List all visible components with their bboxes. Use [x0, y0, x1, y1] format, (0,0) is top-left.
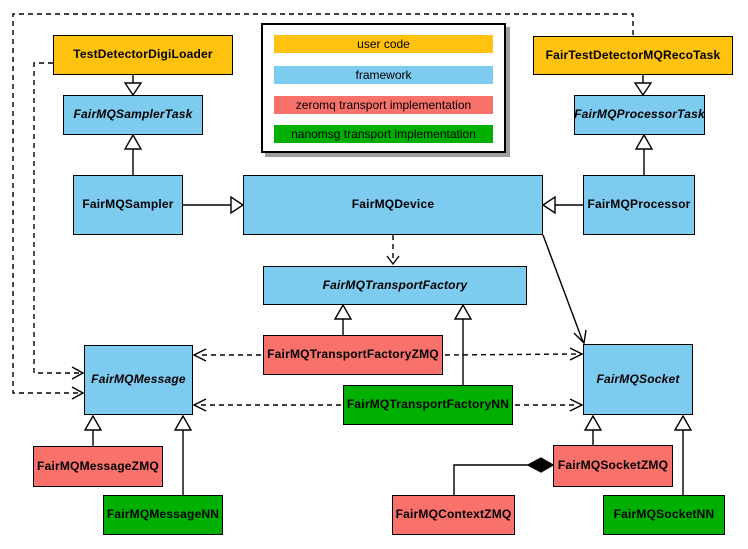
edge-recotask-to-processortask	[633, 75, 653, 97]
class-label: FairMQProcessorTask	[574, 107, 705, 122]
class-box-fairmqmessagezmq: FairMQMessageZMQ	[33, 446, 163, 487]
edge-factorynn-to-factory	[453, 303, 473, 385]
class-box-fairmqsocketzmq: FairMQSocketZMQ	[553, 445, 673, 487]
class-box-fairmqsamplertask: FairMQSamplerTask	[63, 95, 203, 135]
class-label: FairMQTransportFactoryZMQ	[267, 347, 439, 362]
class-box-fairmqtransportfactory: FairMQTransportFactory	[263, 266, 527, 305]
class-label: FairMQTransportFactoryNN	[346, 397, 510, 412]
edge-processor-to-device	[541, 195, 583, 215]
class-box-fairmqdevice: FairMQDevice	[243, 175, 543, 235]
class-label: FairTestDetectorMQRecoTask	[545, 47, 721, 62]
legend-label: nanomsg transport implementation	[291, 127, 476, 141]
edge-factoryzmq-to-socket-dep	[444, 347, 584, 361]
class-box-fairmqcontextzmq: FairMQContextZMQ	[392, 495, 515, 535]
legend-item-user-code: user code	[274, 35, 493, 53]
class-box-fairmqsocketnn: FairMQSocketNN	[603, 495, 725, 535]
class-box-fairmqprocessortask: FairMQProcessorTask	[574, 95, 705, 135]
edge-factorynn-to-message-dep	[192, 398, 341, 412]
edge-digiloader-to-message-dep	[33, 62, 85, 380]
class-label: FairMQDevice	[351, 197, 435, 212]
class-label: FairMQMessageZMQ	[37, 458, 159, 473]
class-label: FairMQMessageNN	[106, 507, 220, 522]
edge-factoryzmq-to-factory	[333, 303, 353, 335]
legend-item-zeromq: zeromq transport implementation	[274, 96, 493, 114]
class-label: FairMQProcessor	[587, 197, 691, 212]
edge-digiloader-to-samplertask	[123, 75, 143, 97]
legend-item-nanomsg: nanomsg transport implementation	[274, 125, 493, 143]
class-box-fairtestdetectormqrecotask: FairTestDetectorMQRecoTask	[533, 36, 733, 75]
edge-socketzmq-to-socket	[583, 414, 603, 445]
edge-messagezmq-to-message	[83, 414, 103, 446]
class-box-fairmqtransportfactorynn: FairMQTransportFactoryNN	[343, 385, 513, 425]
class-label: FairMQMessage	[91, 372, 186, 387]
class-box-fairmqtransportfactoryzmq: FairMQTransportFactoryZMQ	[263, 335, 443, 375]
edge-device-to-socket	[542, 234, 587, 345]
class-label: TestDetectorDigiLoader	[73, 47, 213, 62]
edge-processor-to-processortask	[634, 133, 654, 175]
edge-device-to-factory-dep	[386, 235, 400, 266]
legend: user code framework zeromq transport imp…	[261, 23, 506, 153]
class-label: FairMQSocketNN	[613, 507, 715, 522]
edge-sampler-to-samplertask	[123, 133, 143, 175]
legend-label: zeromq transport implementation	[295, 98, 472, 112]
class-box-testdetectordigiloader: TestDetectorDigiLoader	[53, 35, 233, 75]
class-label: FairMQSocket	[596, 371, 680, 386]
class-box-fairmqmessage: FairMQMessage	[84, 345, 193, 415]
class-box-fairmqsampler: FairMQSampler	[73, 175, 183, 235]
legend-item-framework: framework	[274, 66, 493, 84]
class-box-fairmqsocket: FairMQSocket	[583, 344, 693, 415]
edge-messagenn-to-message	[173, 414, 193, 495]
class-label: FairMQContextZMQ	[395, 507, 512, 522]
edge-socketzmq-contextzmq-composition	[453, 457, 555, 495]
class-label: FairMQSocketZMQ	[557, 458, 669, 473]
edge-factoryzmq-to-message-dep	[192, 348, 261, 362]
legend-label: framework	[355, 68, 412, 82]
legend-label: user code	[357, 37, 410, 51]
edge-factorynn-to-socket-dep	[515, 398, 584, 412]
class-box-fairmqprocessor: FairMQProcessor	[583, 175, 695, 235]
class-label: FairMQTransportFactory	[322, 277, 468, 292]
edge-sampler-to-device	[183, 195, 245, 215]
class-label: FairMQSamplerTask	[73, 107, 193, 122]
class-label: FairMQSampler	[82, 197, 174, 212]
class-box-fairmqmessagenn: FairMQMessageNN	[103, 495, 223, 535]
edge-recotask-to-message-dep	[12, 13, 634, 400]
edge-socketnn-to-socket	[673, 414, 693, 495]
